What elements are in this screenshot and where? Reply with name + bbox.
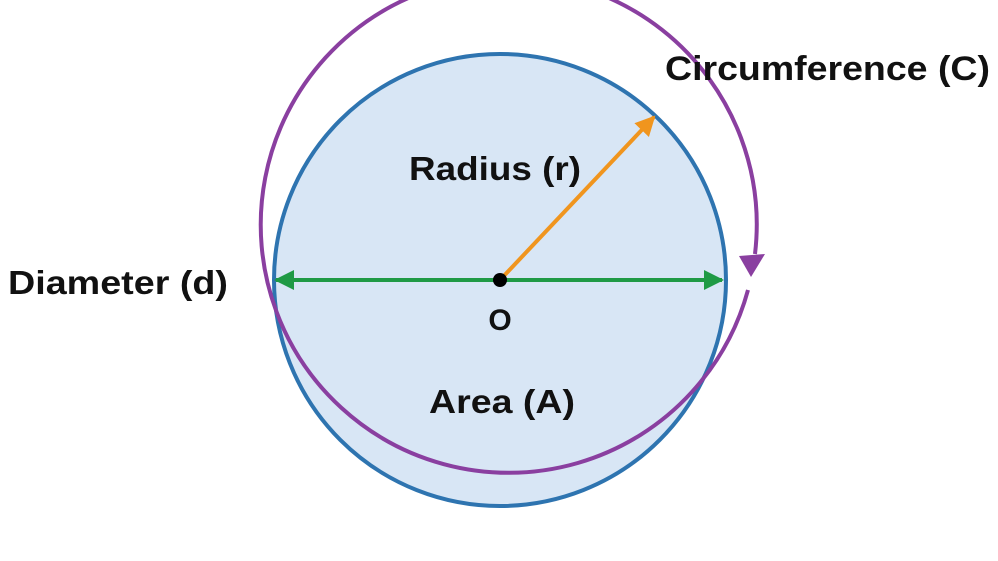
area-label: Area (A) bbox=[429, 383, 575, 420]
radius-arrow bbox=[498, 115, 656, 282]
diameter-label: Diameter (d) bbox=[8, 264, 228, 301]
center-label: O bbox=[488, 304, 511, 337]
circumference-arc bbox=[258, 0, 759, 475]
center-point bbox=[493, 273, 507, 287]
circumference-arrowhead bbox=[739, 254, 765, 277]
circumference-label: Circumference (C) bbox=[665, 50, 990, 88]
radius-label: Radius (r) bbox=[409, 150, 581, 187]
